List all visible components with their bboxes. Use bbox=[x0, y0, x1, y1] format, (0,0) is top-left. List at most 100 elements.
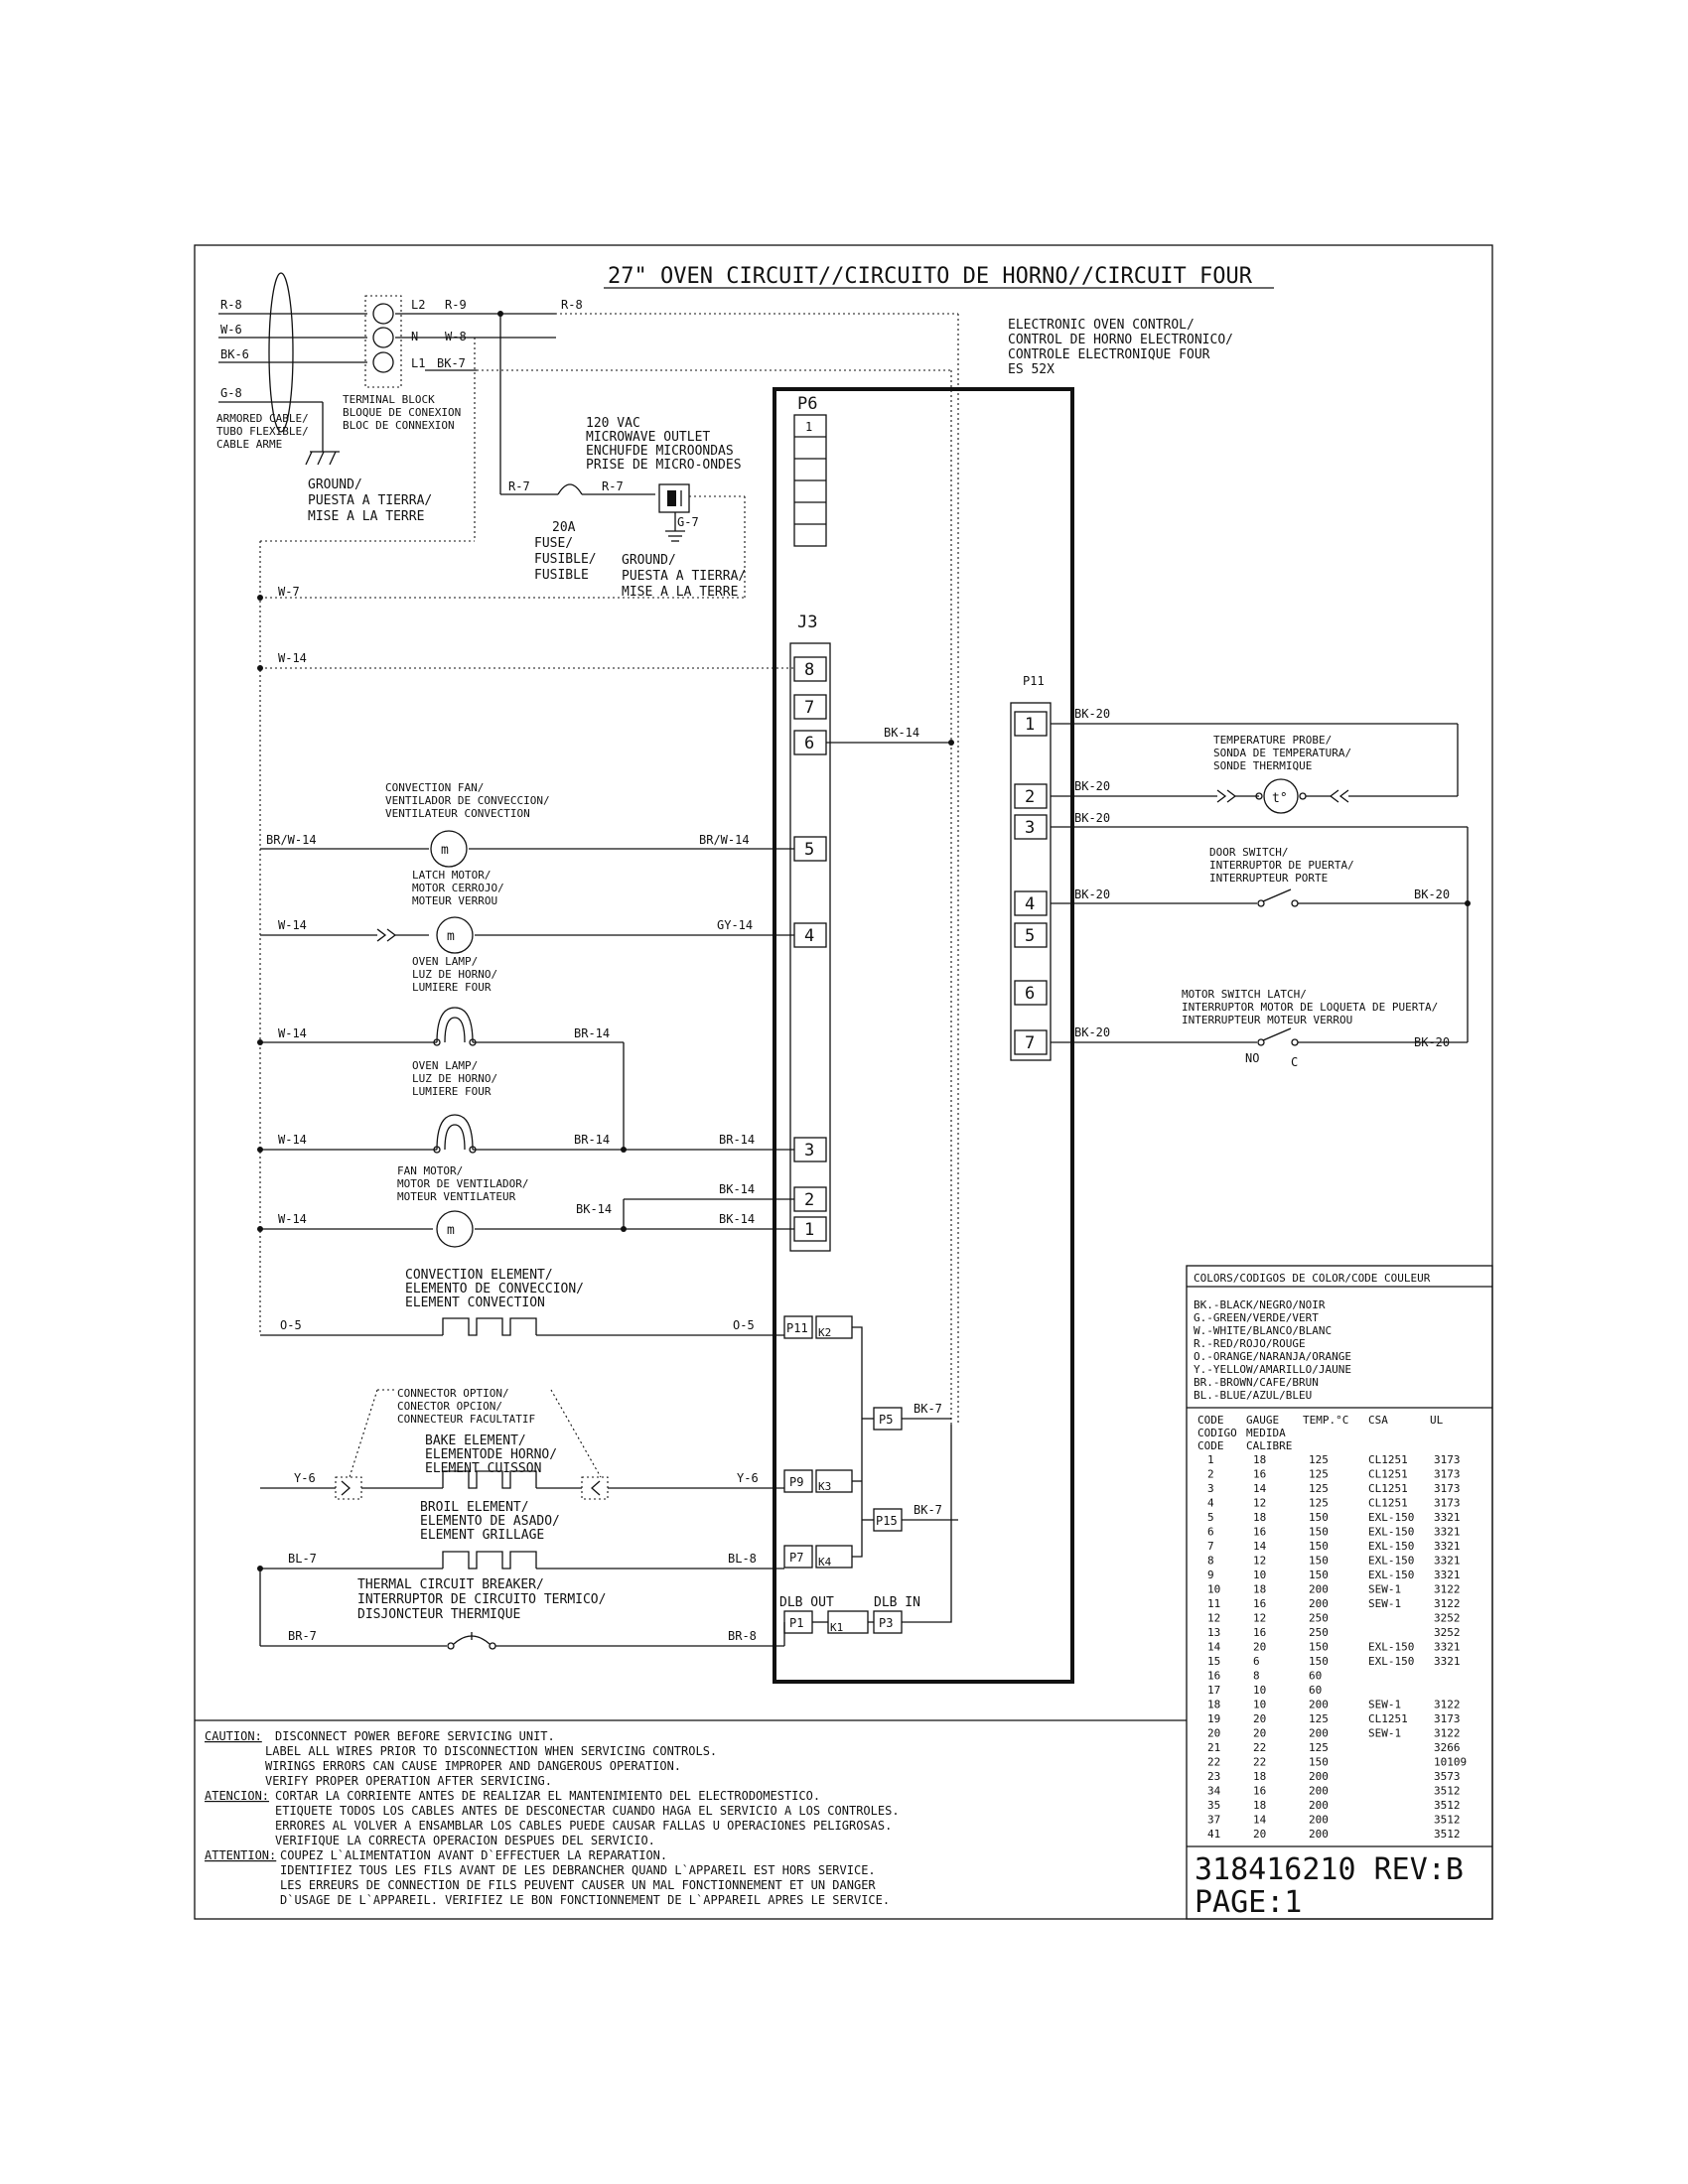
p11-pin-1: 1 bbox=[1025, 715, 1035, 735]
gauge-cell: 200 bbox=[1309, 1785, 1329, 1798]
j3-pin-7: 7 bbox=[804, 698, 814, 718]
latch-switch-label-3: INTERRUPTEUR MOTEUR VERROU bbox=[1182, 1014, 1352, 1026]
gauge-cell: 5 bbox=[1207, 1511, 1214, 1524]
gauge-cell: 3173 bbox=[1434, 1497, 1461, 1510]
gauge-cell: 22 bbox=[1253, 1741, 1266, 1754]
gauge-cell: 21 bbox=[1207, 1741, 1220, 1754]
outlet-ground-label-1: GROUND/ bbox=[622, 553, 676, 568]
gauge-cell: 35 bbox=[1207, 1799, 1220, 1812]
conv-fan-label-2: VENTILADOR DE CONVECCION/ bbox=[385, 794, 550, 807]
gauge-cell: 15 bbox=[1207, 1655, 1220, 1668]
color-code-4: R.-RED/ROJO/ROUGE bbox=[1194, 1337, 1306, 1350]
gauge-cell: 14 bbox=[1253, 1814, 1267, 1827]
probe-symbol-text: t° bbox=[1272, 791, 1288, 806]
latch-motor-label-2: MOTOR CERROJO/ bbox=[412, 882, 504, 894]
p11-pins: 1 2 3 4 5 6 7 bbox=[1014, 711, 1048, 1055]
breaker-label-3: DISJONCTEUR THERMIQUE bbox=[357, 1607, 520, 1622]
supply-ground-label-3: MISE A LA TERRE bbox=[308, 509, 424, 524]
fan-motor-label-2: MOTOR DE VENTILADOR/ bbox=[397, 1177, 528, 1190]
gauge-cell: 11 bbox=[1207, 1597, 1220, 1610]
gauge-cell: 3512 bbox=[1434, 1814, 1461, 1827]
gauge-cell: 23 bbox=[1207, 1770, 1220, 1783]
gauge-cell: 3321 bbox=[1434, 1641, 1461, 1654]
gauge-cell: 18 bbox=[1253, 1511, 1266, 1524]
gauge-cell: 16 bbox=[1253, 1597, 1266, 1610]
gauge-cell: 3321 bbox=[1434, 1569, 1461, 1581]
gauge-cell: 18 bbox=[1253, 1770, 1266, 1783]
wire-bk20-6: BK-20 bbox=[1074, 1025, 1110, 1039]
wire-brw14-right: BR/W-14 bbox=[699, 833, 750, 847]
wire-r7-left: R-7 bbox=[508, 479, 530, 493]
probe-label-1: TEMPERATURE PROBE/ bbox=[1213, 734, 1332, 747]
oven-lamp2-label-2: LUZ DE HORNO/ bbox=[412, 1072, 497, 1085]
gauge-cell: 12 bbox=[1253, 1612, 1266, 1625]
wire-o5-right: O-5 bbox=[733, 1318, 755, 1332]
j3-pin-8: 8 bbox=[804, 660, 814, 680]
gauge-cell: 250 bbox=[1309, 1612, 1329, 1625]
gauge-cell: 200 bbox=[1309, 1770, 1329, 1783]
gauge-cell: 19 bbox=[1207, 1712, 1220, 1725]
caution-block: CAUTION: DISCONNECT POWER BEFORE SERVICI… bbox=[195, 1719, 1187, 1907]
svg-text:m: m bbox=[441, 843, 449, 858]
gauge-cell: 3512 bbox=[1434, 1785, 1461, 1798]
fan-motor-symbol bbox=[436, 1210, 474, 1248]
gauge-subheader-1a: CODIGO bbox=[1197, 1427, 1237, 1439]
gauge-cell: 22 bbox=[1253, 1756, 1266, 1769]
wire-o5-left: O-5 bbox=[280, 1318, 302, 1332]
wire-bk14-j3-2: BK-14 bbox=[719, 1182, 755, 1196]
gauge-cell: 3512 bbox=[1434, 1828, 1461, 1841]
oven-lamp1-label-3: LUMIERE FOUR bbox=[412, 981, 492, 994]
wire-y6-right: Y-6 bbox=[737, 1471, 759, 1485]
connector-right bbox=[581, 1476, 609, 1500]
color-code-table: COLORS/CODIGOS DE COLOR/CODE COULEUR BK.… bbox=[1186, 1265, 1493, 1920]
p11-pin-6: 6 bbox=[1025, 984, 1035, 1004]
atencion-line-2: ETIQUETE TODOS LOS CABLES ANTES DE DESCO… bbox=[275, 1804, 900, 1818]
gauge-cell: 14 bbox=[1207, 1641, 1221, 1654]
wire-br14-lamp1: BR-14 bbox=[574, 1026, 610, 1040]
wire-br8: BR-8 bbox=[728, 1629, 757, 1643]
wire-gy14: GY-14 bbox=[717, 918, 753, 932]
connector-label-2: CONECTOR OPCION/ bbox=[397, 1400, 502, 1413]
gauge-cell: 125 bbox=[1309, 1497, 1329, 1510]
fuse-symbol bbox=[557, 483, 583, 495]
latch-switch-label-1: MOTOR SWITCH LATCH/ bbox=[1182, 988, 1307, 1001]
gauge-cell: 10109 bbox=[1434, 1756, 1467, 1769]
conv-element-symbol bbox=[442, 1317, 537, 1336]
gauge-cell: 16 bbox=[1253, 1468, 1266, 1481]
j3-label: J3 bbox=[797, 613, 817, 632]
color-code-7: BR.-BROWN/CAFE/BRUN bbox=[1194, 1376, 1319, 1389]
oven-lamp1-label-1: OVEN LAMP/ bbox=[412, 955, 478, 968]
gauge-cell: 10 bbox=[1207, 1583, 1220, 1596]
control-label-1: ELECTRONIC OVEN CONTROL/ bbox=[1008, 318, 1195, 333]
dlb-in-label: DLB IN bbox=[874, 1595, 920, 1610]
wire-br14-j3: BR-14 bbox=[719, 1133, 755, 1147]
attention-line-4: D`USAGE DE L`APPAREIL. VERIFIEZ LE BON F… bbox=[280, 1893, 890, 1907]
gauge-cell: 3573 bbox=[1434, 1770, 1461, 1783]
latch-switch-no: NO bbox=[1245, 1051, 1259, 1065]
gauge-cell: 3252 bbox=[1434, 1612, 1461, 1625]
gauge-cell: 150 bbox=[1309, 1655, 1329, 1668]
breaker-label-1: THERMAL CIRCUIT BREAKER/ bbox=[357, 1577, 544, 1592]
gauge-cell: 150 bbox=[1309, 1756, 1329, 1769]
oven-lamp2-label-3: LUMIERE FOUR bbox=[412, 1085, 492, 1098]
gauge-cell: 3266 bbox=[1434, 1741, 1461, 1754]
breaker-label-2: INTERRUPTOR DE CIRCUITO TERMICO/ bbox=[357, 1592, 606, 1607]
gauge-cell: 18 bbox=[1253, 1583, 1266, 1596]
gauge-cell: SEW-1 bbox=[1368, 1583, 1401, 1596]
gauge-cell: 200 bbox=[1309, 1597, 1329, 1610]
diagram-frame bbox=[194, 244, 1493, 1920]
gauge-cell: 3173 bbox=[1434, 1453, 1461, 1466]
wire-bk14-fan: BK-14 bbox=[576, 1202, 612, 1216]
gauge-cell: 10 bbox=[1253, 1699, 1266, 1711]
atencion-line-4: VERIFIQUE LA CORRECTA OPERACION DESPUES … bbox=[275, 1834, 655, 1847]
wire-g7: G-7 bbox=[677, 515, 699, 529]
svg-text:m: m bbox=[447, 1223, 455, 1238]
broil-element-symbol bbox=[442, 1551, 537, 1570]
conv-element-label-1: CONVECTION ELEMENT/ bbox=[405, 1268, 553, 1283]
gauge-cell: 125 bbox=[1309, 1712, 1329, 1725]
attention-line-1: COUPEZ L`ALIMENTATION AVANT D`EFFECTUER … bbox=[280, 1848, 667, 1862]
relay-p5: P5 bbox=[879, 1413, 893, 1427]
oven-lamp1-symbol bbox=[436, 1007, 474, 1043]
gauge-cell: 3512 bbox=[1434, 1799, 1461, 1812]
